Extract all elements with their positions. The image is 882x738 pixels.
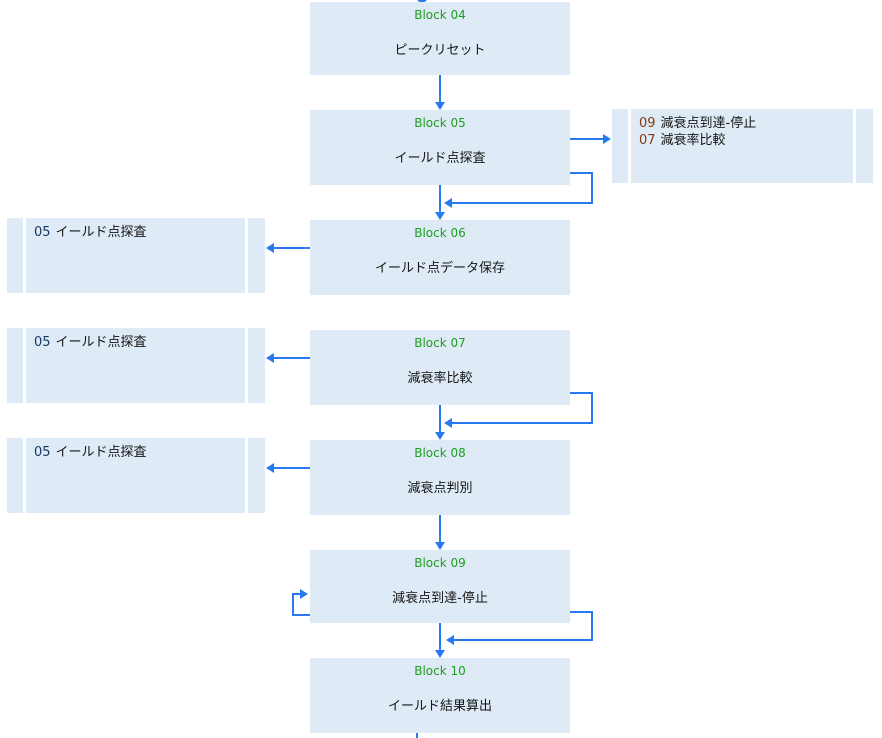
- block-05[interactable]: Block 05 イールド点探査: [310, 110, 570, 185]
- block-04-title: Block 04: [414, 8, 466, 22]
- block-07[interactable]: Block 07 減衰率比較: [310, 330, 570, 405]
- block-10[interactable]: Block 10 イールド結果算出: [310, 658, 570, 733]
- block-07-title: Block 07: [414, 336, 466, 350]
- ref-line: 09 減衰点到達-停止: [639, 115, 853, 132]
- ref-box-right-of-block-05[interactable]: 09 減衰点到達-停止 07 減衰率比較: [612, 109, 873, 183]
- ref-box-left-of-block-08[interactable]: 05 イールド点探査: [7, 438, 265, 513]
- ref-box-left-strip: [7, 328, 23, 403]
- block-07-label: 減衰率比較: [407, 371, 473, 386]
- ref-line: 07 減衰率比較: [639, 132, 853, 149]
- arrow-block09-to-block10: [435, 623, 445, 658]
- ref-block-label: イールド点探査: [55, 225, 147, 240]
- ref-box-content: 05 イールド点探査: [26, 438, 245, 513]
- arrow-block05-to-block06: [435, 185, 445, 220]
- ref-box-right-strip: [248, 218, 265, 293]
- block-08-title: Block 08: [414, 446, 466, 460]
- block-08[interactable]: Block 08 減衰点判別: [310, 440, 570, 515]
- block-10-label: イールド結果算出: [387, 699, 492, 714]
- ref-line: 05 イールド点探査: [34, 334, 245, 351]
- ref-block-label: イールド点探査: [55, 335, 147, 350]
- ref-box-left-strip: [7, 218, 23, 293]
- ref-block-label: イールド点探査: [55, 445, 147, 460]
- ref-box-right-strip: [248, 438, 265, 513]
- arrow-block07-to-block08: [435, 405, 445, 440]
- ref-box-content: 05 イールド点探査: [26, 328, 245, 403]
- ref-box-left-of-block-06[interactable]: 05 イールド点探査: [7, 218, 265, 293]
- ref-box-right-strip: [248, 328, 265, 403]
- block-05-label: イールド点探査: [394, 151, 486, 166]
- block-06-label: イールド点データ保存: [374, 261, 505, 276]
- block-04-label: ピークリセット: [394, 43, 486, 58]
- ref-line: 05 イールド点探査: [34, 444, 245, 461]
- ref-box-left-of-block-07[interactable]: 05 イールド点探査: [7, 328, 265, 403]
- selfloop-block09-left: [292, 589, 310, 616]
- block-06-title: Block 06: [414, 226, 466, 240]
- ref-box-left-strip: [612, 109, 628, 183]
- ref-line: 05 イールド点探査: [34, 224, 245, 241]
- block-09-title: Block 09: [414, 556, 466, 570]
- ref-box-content: 09 減衰点到達-停止 07 減衰率比較: [631, 109, 853, 183]
- arrow-block04-to-block05: [435, 75, 445, 110]
- ref-block-label: 減衰点到達-停止: [660, 116, 757, 131]
- ref-box-content: 05 イールド点探査: [26, 218, 245, 293]
- block-09-label: 減衰点到達-停止: [392, 591, 488, 606]
- block-09[interactable]: Block 09 減衰点到達-停止: [310, 550, 570, 623]
- block-06[interactable]: Block 06 イールド点データ保存: [310, 220, 570, 295]
- block-10-title: Block 10: [414, 664, 466, 678]
- ref-block-number: 05: [34, 445, 51, 460]
- ref-box-left-strip: [7, 438, 23, 513]
- block-08-label: 減衰点判別: [407, 481, 473, 496]
- ref-block-number: 05: [34, 225, 51, 240]
- arrow-block05-to-refbox: [570, 134, 611, 144]
- arrow-block08-to-block09: [435, 515, 445, 550]
- ref-block-label: 減衰率比較: [660, 133, 726, 148]
- ref-block-number: 09: [639, 116, 656, 131]
- arrow-block06-to-refbox: [266, 243, 310, 253]
- ref-block-number: 05: [34, 335, 51, 350]
- block-05-title: Block 05: [414, 116, 466, 130]
- arrow-block07-to-refbox: [266, 353, 310, 363]
- arrow-block08-to-refbox: [266, 463, 310, 473]
- ref-box-right-strip: [856, 109, 873, 183]
- ref-block-number: 07: [639, 133, 656, 148]
- block-04[interactable]: Block 04 ピークリセット: [310, 2, 570, 75]
